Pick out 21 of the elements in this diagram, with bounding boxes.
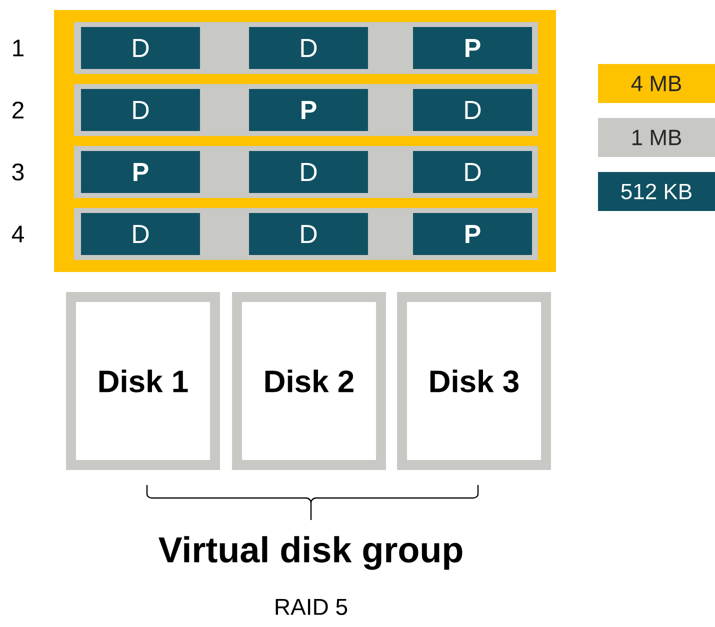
row-number: 1 — [13, 40, 24, 56]
chunk-cell: D — [413, 89, 532, 131]
chunk-cell: D — [249, 27, 368, 69]
row-number: 2 — [12, 102, 24, 118]
row-number: 4 — [12, 226, 24, 242]
group-title: Virtual disk group — [158, 536, 462, 570]
legend-item: 512 KB — [598, 172, 715, 211]
chunk-cell: P — [249, 89, 368, 131]
chunk-cell: D — [249, 151, 368, 193]
legend-item: 4 MB — [598, 64, 715, 103]
chunk-cell: D — [81, 89, 200, 131]
raid-label: RAID 5 — [276, 598, 348, 616]
chunk-cell: D — [81, 213, 200, 255]
chunk-cell: D — [81, 27, 200, 69]
chunk-cell: D — [249, 213, 368, 255]
row-number: 3 — [12, 164, 24, 180]
chunk-cell: D — [413, 151, 532, 193]
legend-item: 1 MB — [598, 118, 715, 157]
chunk-cell: P — [413, 213, 532, 255]
chunk-cell: P — [413, 27, 532, 69]
chunk-cell: P — [81, 151, 200, 193]
